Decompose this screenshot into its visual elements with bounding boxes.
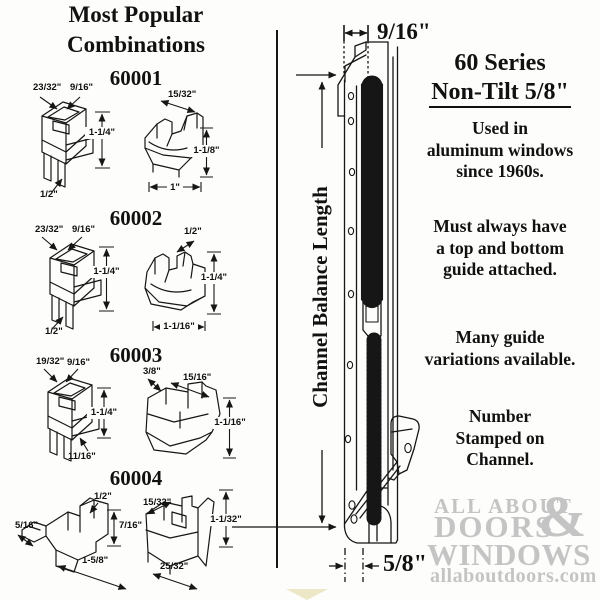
- dim-label: 1-1/8": [190, 145, 223, 158]
- note-line: Must always have: [433, 216, 567, 236]
- part-number-60001: 60001: [109, 66, 163, 90]
- brand-url: allaboutdoors.com: [430, 565, 597, 587]
- dim-label: 15/32": [143, 497, 172, 508]
- note-line: Used in: [472, 118, 528, 138]
- brand-line-all-about: ALL ABOUT: [434, 494, 573, 518]
- note-line: a top and bottom: [436, 237, 564, 258]
- dim-label: 23/32": [35, 224, 64, 235]
- channel-top-width-label: 9/16": [377, 19, 431, 44]
- dim-label: 1-1/4": [85, 127, 119, 140]
- watermark-triangle: [286, 589, 328, 600]
- brand-ampersand: &: [538, 484, 587, 549]
- combo-60002-dims: [41, 236, 221, 331]
- channel-bottom-width-label: 5/8": [383, 551, 427, 577]
- bottom-guide-drawing: [144, 251, 206, 311]
- dim-label: 3/8": [143, 366, 161, 377]
- combo-60004-dims: [17, 489, 233, 590]
- note-line: Stamped on: [455, 427, 545, 448]
- top-guide-drawing: [47, 377, 100, 462]
- dim-label: 11/16": [68, 451, 96, 462]
- top-guide-drawing: [41, 101, 94, 188]
- dim-label: 15/16": [183, 372, 212, 383]
- dim-label: 1-1/16": [213, 417, 247, 430]
- series-title: 60 Series: [454, 50, 546, 76]
- brand-line-windows: WINDOWS: [427, 537, 591, 572]
- note-variations: Many guide variations available.: [403, 327, 597, 370]
- dim-label: 1": [167, 182, 183, 195]
- dim-label: 1-5/8": [82, 555, 109, 566]
- combo-60001-drawing: [41, 101, 204, 188]
- note-line: Number: [468, 406, 532, 426]
- dim-label: 23/32": [33, 82, 62, 93]
- note-line: since 1960s.: [456, 161, 544, 181]
- note-line: Many guide: [455, 327, 545, 347]
- dim-label: 25/32": [160, 561, 189, 572]
- combo-60003-drawing: [47, 377, 221, 462]
- part-number-60003: 60003: [109, 343, 163, 367]
- bottom-guide-drawing: [145, 381, 221, 455]
- part-number-60004: 60004: [109, 466, 163, 490]
- combo-60002-drawing: [49, 243, 206, 330]
- series-model-text: Non-Tilt 5/8": [429, 79, 571, 108]
- dim-label: 1-1/4": [90, 266, 123, 279]
- page-title-line1: Most Popular: [68, 2, 204, 27]
- note-guides-required: Must always have a top and bottom guide …: [403, 216, 597, 281]
- dim-label: 9/16": [70, 82, 93, 93]
- dim-label: 7/16": [119, 520, 142, 531]
- dim-label: 1-1/16": [160, 321, 198, 334]
- dim-label: 1-1/4": [87, 407, 121, 420]
- dim-label: 9/16": [72, 224, 95, 235]
- page-title: Most Popular Combinations: [0, 0, 272, 60]
- dim-label: 1/2": [40, 189, 58, 200]
- dim-label: 1-1/4": [197, 272, 231, 285]
- top-guide-drawing: [49, 243, 102, 330]
- note-line: variations available.: [424, 348, 576, 369]
- dim-label: 1/2": [184, 226, 202, 237]
- channel-dimension-lines: [232, 25, 379, 582]
- part-number-60002: 60002: [109, 206, 163, 230]
- dim-label: 5/16": [15, 520, 38, 531]
- dim-label: 1/2": [45, 326, 63, 337]
- dim-label: 19/32": [36, 356, 65, 367]
- combo-60001-dims: [39, 96, 213, 193]
- note-used-in: Used in aluminum windows since 1960s.: [403, 118, 597, 183]
- note-line: aluminum windows: [426, 139, 574, 160]
- dim-label: 1-1/32": [209, 514, 243, 527]
- dim-label: 1/2": [94, 491, 112, 502]
- channel-balance-length-label: Channel Balance Length: [308, 186, 332, 408]
- brand-line-doors: DOORS: [434, 509, 555, 544]
- note-line: guide attached.: [443, 259, 557, 279]
- note-number-stamped: Number Stamped on Channel.: [403, 406, 597, 471]
- series-model: Non-Tilt 5/8": [420, 79, 580, 108]
- note-line: Channel.: [466, 449, 534, 469]
- dim-label: 9/16": [67, 357, 90, 368]
- page-title-line2: Combinations: [66, 32, 206, 57]
- dim-label: 15/32": [168, 89, 197, 100]
